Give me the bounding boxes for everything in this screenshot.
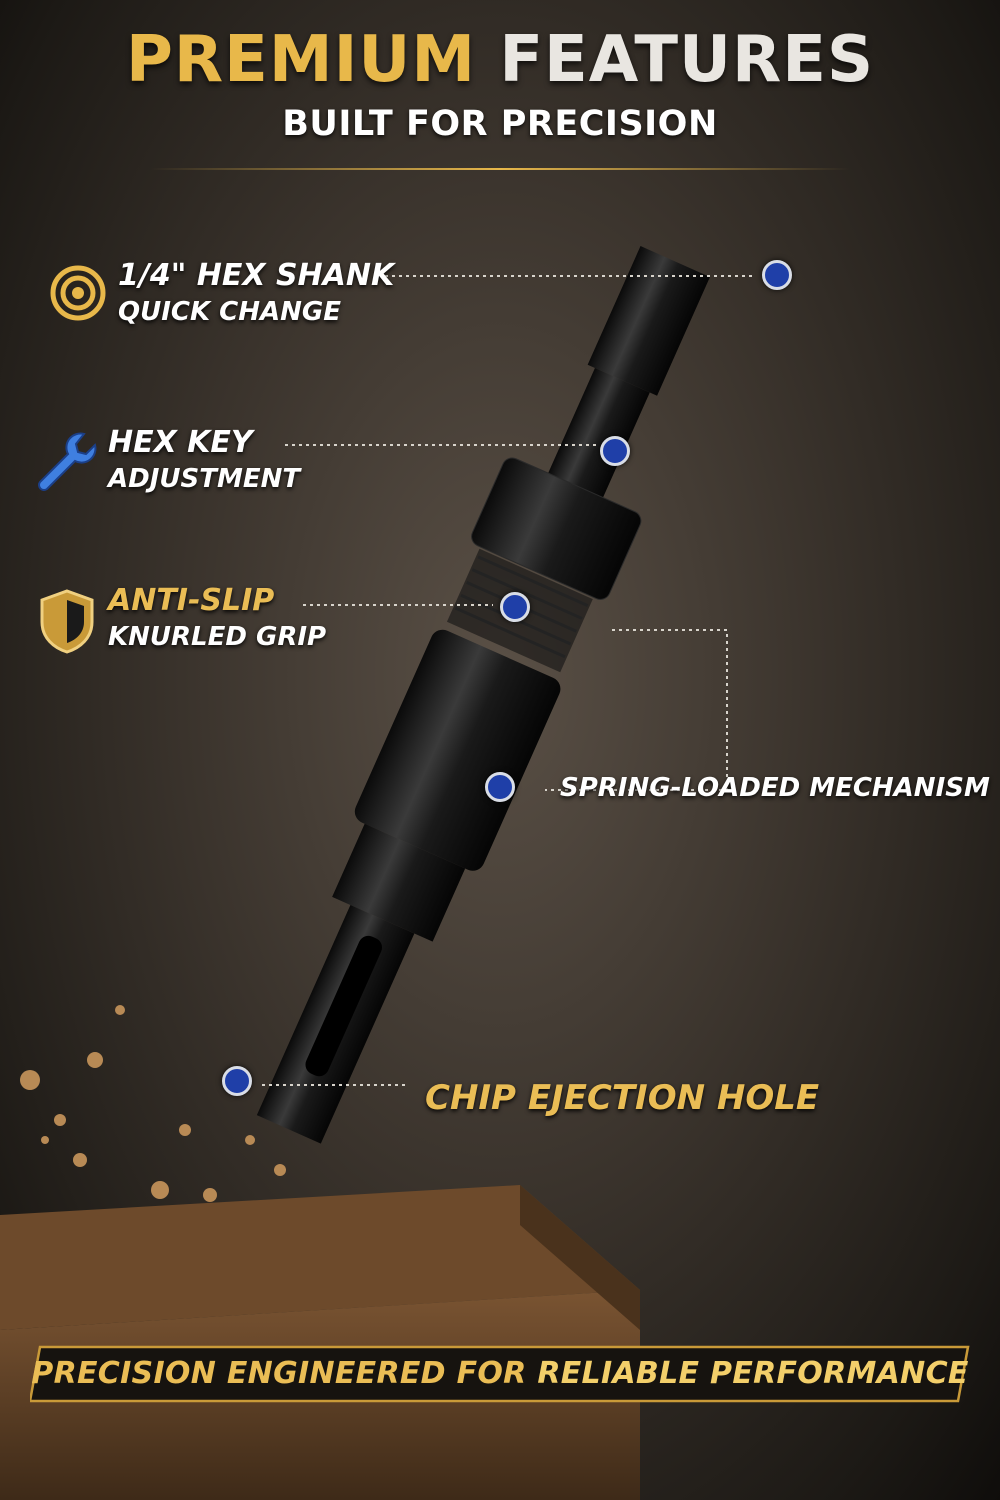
- banner-text-part2: RELIABLE PERFORMANCE: [537, 1356, 969, 1391]
- marker-hex-shank: [762, 260, 792, 290]
- callout-chip-hole: CHIP EJECTION HOLE: [425, 1078, 820, 1118]
- marker-hex-key: [600, 436, 630, 466]
- page-subtitle: BUILT FOR PRECISION: [282, 104, 718, 144]
- callout-spring: SPRING-LOADED MECHANISM: [560, 773, 990, 803]
- feature-knurled-grip-title: ANTI-SLIP: [108, 583, 275, 618]
- feature-knurled-grip-subtitle: KNURLED GRIP: [108, 622, 327, 652]
- feature-hex-shank-title: 1/4" HEX SHANK: [118, 258, 395, 293]
- feature-hex-key-subtitle: ADJUSTMENT: [108, 464, 301, 494]
- feature-hex-shank-subtitle: QUICK CHANGE: [118, 297, 341, 327]
- wood-chips: [20, 1005, 286, 1202]
- banner-frame: [30, 1345, 970, 1403]
- banner-text: PRECISION ENGINEERED FOR RELIABLE PERFOR…: [30, 1345, 970, 1403]
- title-word-features: FEATURES: [499, 23, 875, 97]
- page-title: PREMIUM FEATURES: [0, 22, 1000, 98]
- marker-knurled-grip: [500, 592, 530, 622]
- feature-hex-key-title: HEX KEY: [108, 425, 253, 460]
- bottom-banner: PRECISION ENGINEERED FOR RELIABLE PERFOR…: [30, 1345, 970, 1403]
- target-icon: [50, 265, 106, 321]
- wrench-icon: [38, 432, 97, 491]
- title-word-premium: PREMIUM: [125, 23, 477, 97]
- feature-knurled-grip: ANTI-SLIP KNURLED GRIP: [108, 583, 326, 655]
- bit-body: [256, 246, 710, 1144]
- feature-hex-shank: 1/4" HEX SHANK QUICK CHANGE: [118, 258, 394, 330]
- shield-icon: [40, 589, 94, 654]
- marker-chip-hole: [222, 1066, 252, 1096]
- banner-text-part1: PRECISION ENGINEERED FOR: [31, 1356, 538, 1391]
- marker-spring: [485, 772, 515, 802]
- header: PREMIUM FEATURES BUILT FOR PRECISION: [0, 22, 1000, 144]
- wood-block: [0, 1185, 640, 1500]
- feature-hex-key: HEX KEY ADJUSTMENT: [108, 425, 300, 497]
- leader-lines: [262, 275, 755, 1086]
- title-divider: [150, 168, 850, 170]
